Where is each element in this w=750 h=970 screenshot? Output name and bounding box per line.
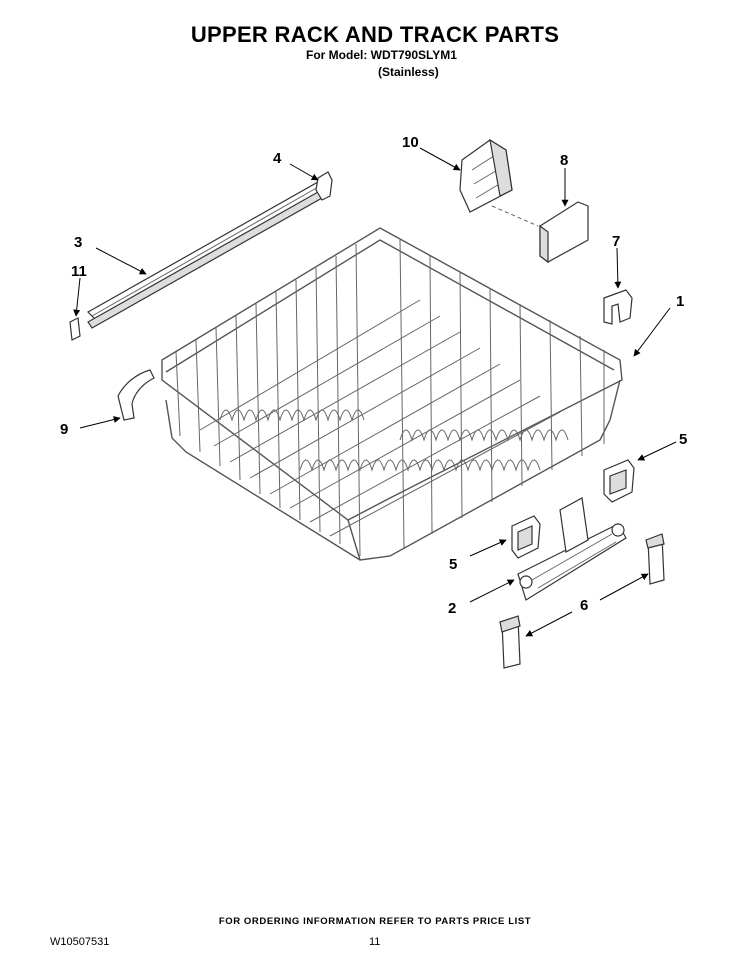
callout-6: 6 (580, 597, 588, 614)
model-line: For Model: WDT790SLYM1 (306, 48, 457, 62)
leader-lines (73, 147, 677, 637)
ordering-note: FOR ORDERING INFORMATION REFER TO PARTS … (218, 916, 532, 927)
rack-bracket-left (511, 515, 541, 559)
track-end-stop (315, 171, 333, 201)
callout-5-left: 5 (449, 556, 457, 573)
rack-adjuster (517, 497, 627, 601)
page-title: UPPER RACK AND TRACK PARTS (190, 22, 560, 47)
callout-11: 11 (71, 263, 87, 280)
track-stop-left (499, 615, 521, 669)
callout-8: 8 (560, 152, 568, 169)
callout-10: 10 (402, 134, 419, 151)
adjuster-cover (539, 201, 589, 264)
callout-3: 3 (74, 234, 82, 251)
callout-2: 2 (448, 600, 456, 617)
page-number: 11 (369, 936, 381, 948)
callout-5-right: 5 (679, 431, 687, 448)
callout-1: 1 (676, 293, 684, 310)
track-end-cap (69, 317, 81, 341)
side-bumper (117, 369, 155, 421)
track-rail (87, 181, 328, 329)
rack-clip (603, 289, 633, 325)
callout-4: 4 (273, 150, 282, 167)
document-number: W10507531 (50, 936, 110, 948)
callout-9: 9 (60, 421, 68, 438)
upper-dishrack (161, 227, 623, 561)
track-stop-right (645, 533, 665, 585)
adjuster-housing (459, 138, 513, 213)
rack-bracket-right (603, 459, 635, 503)
callout-7: 7 (612, 233, 620, 250)
variant-label: (Stainless) (378, 65, 439, 79)
